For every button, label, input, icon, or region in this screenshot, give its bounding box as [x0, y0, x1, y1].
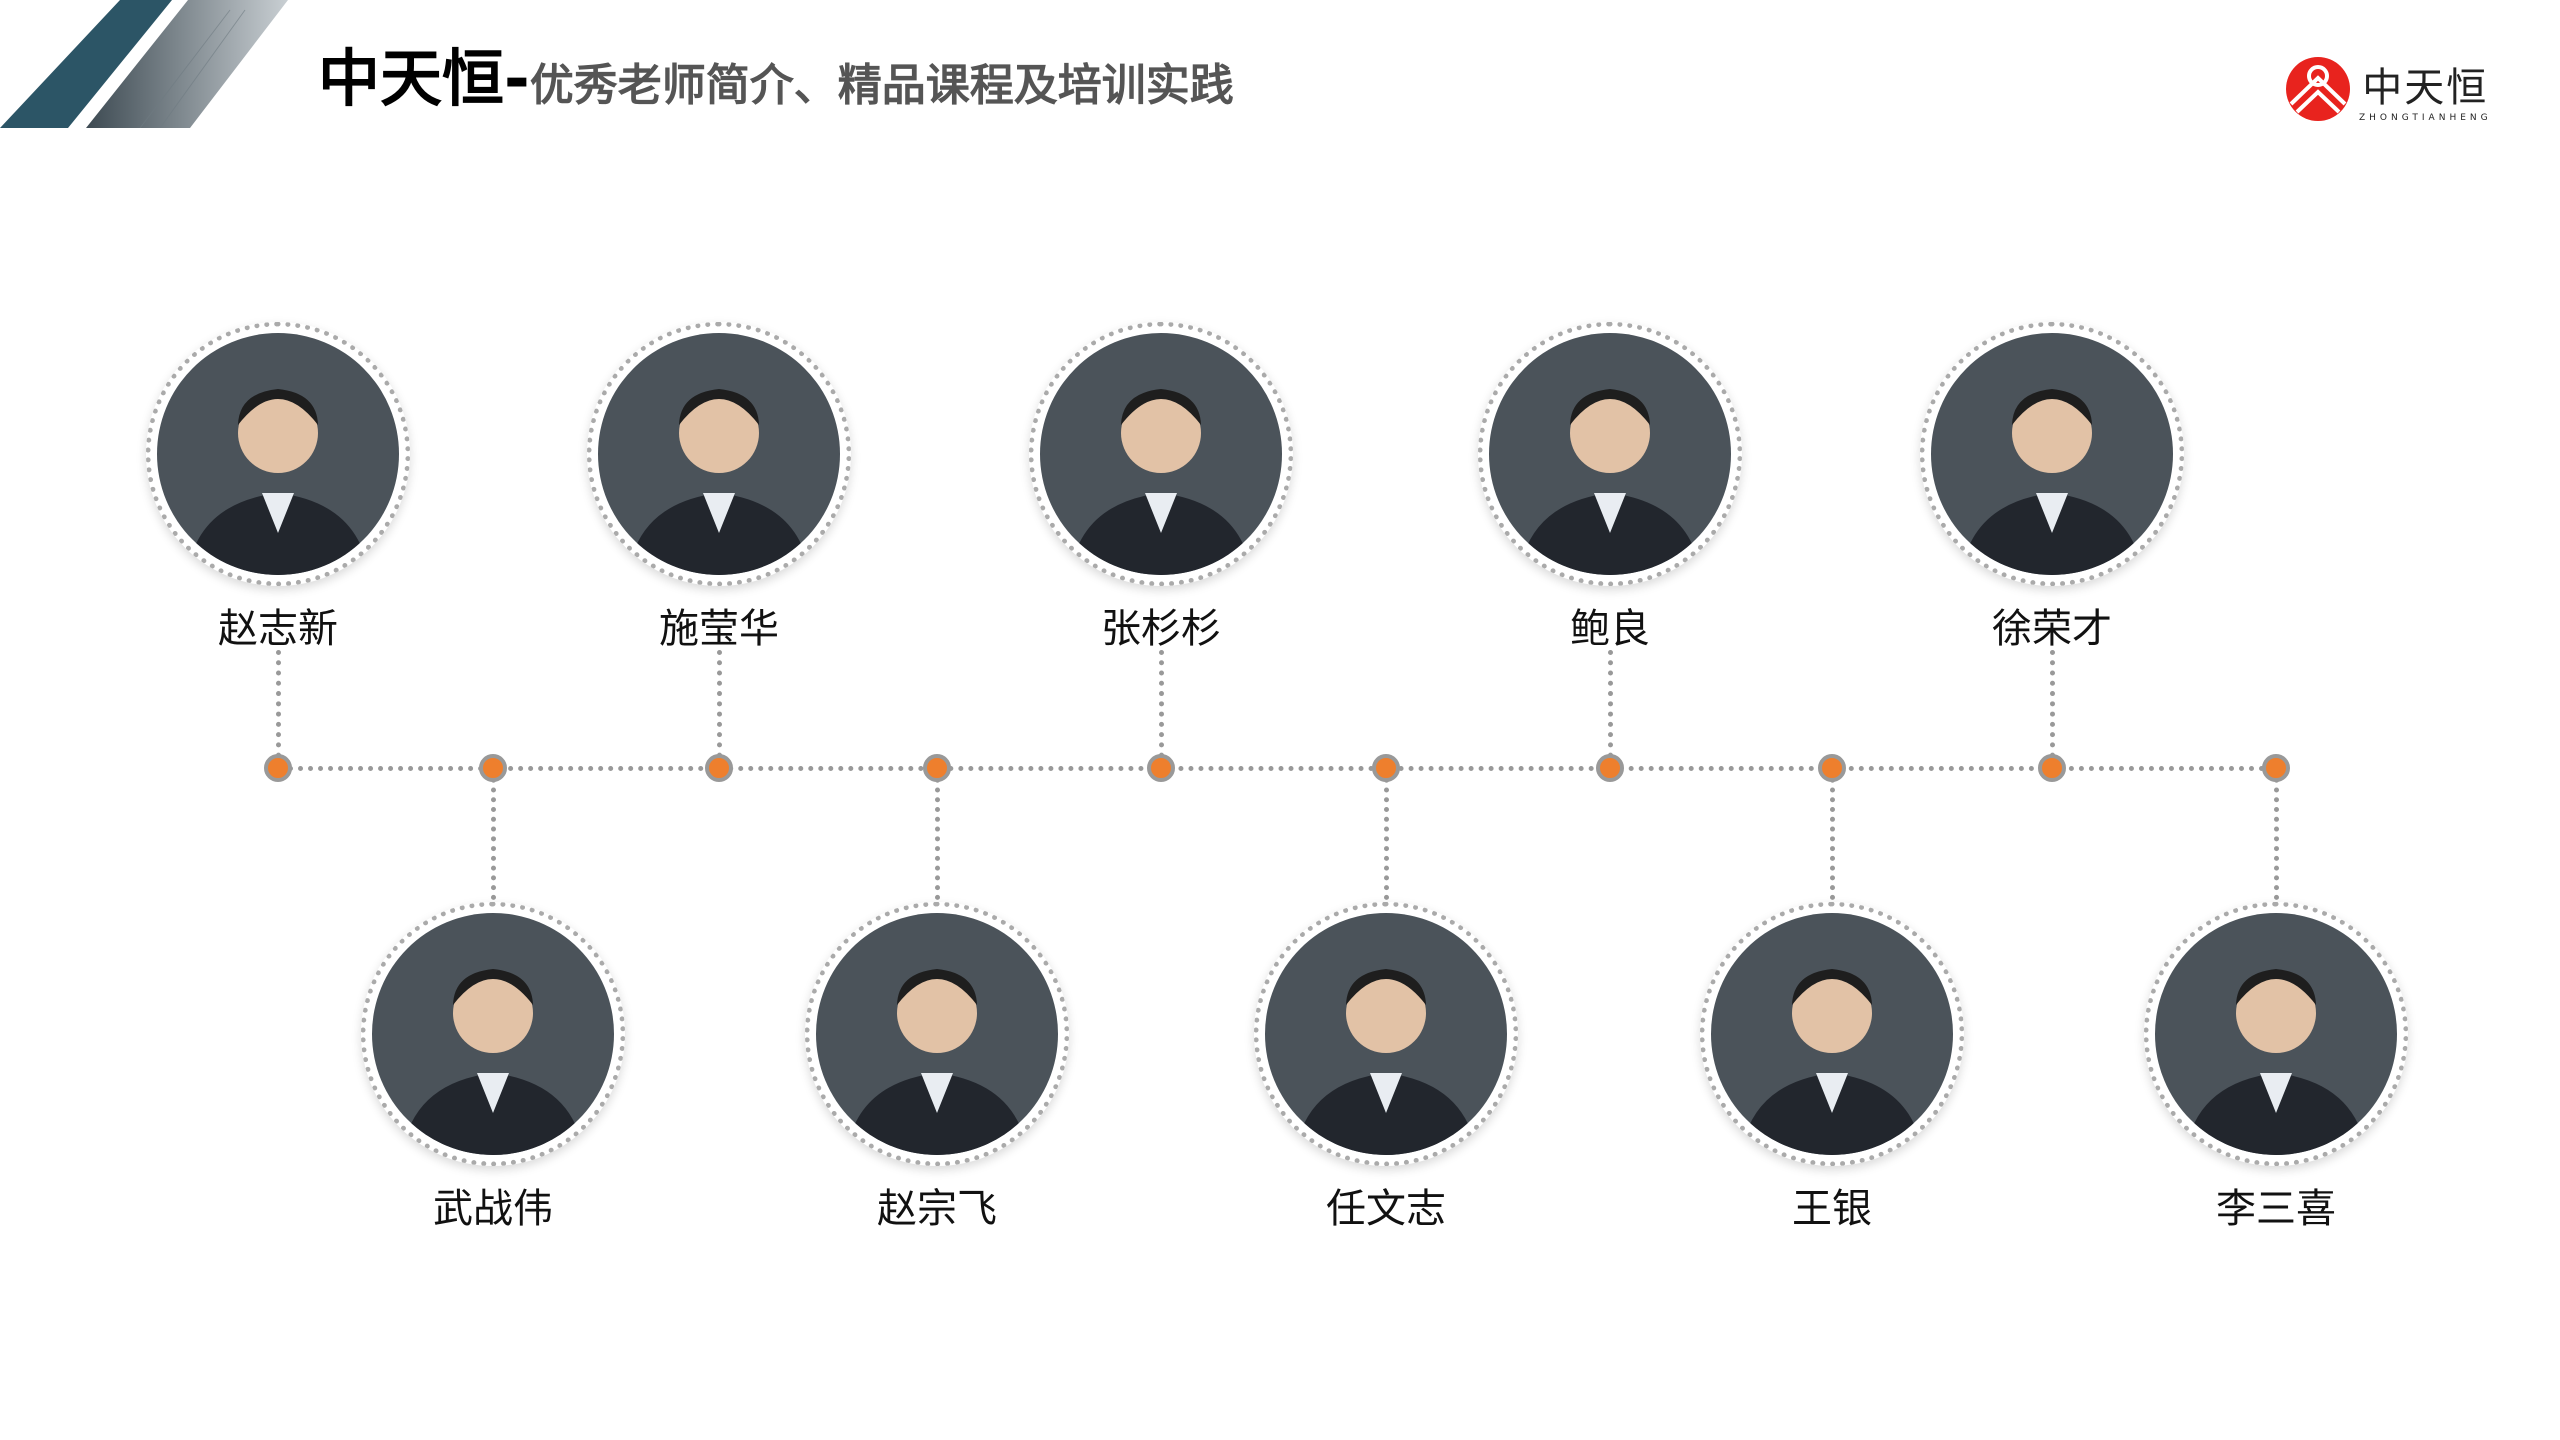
teacher-name: 鲍良: [1570, 606, 1650, 652]
connector-line: [717, 650, 722, 768]
logo-mark-icon: [2286, 57, 2350, 121]
teacher-photo: [1040, 333, 1282, 575]
timeline-dot: [1372, 754, 1400, 782]
teacher-name: 张杉杉: [1101, 606, 1221, 652]
teacher-photo: [157, 333, 399, 575]
timeline-dot: [264, 754, 292, 782]
company-logo: 中天恒 ZHONGTIANHENG: [2285, 55, 2492, 123]
teacher-photo: [1265, 913, 1507, 1155]
teacher-name: 赵宗飞: [877, 1186, 997, 1232]
teacher-photo-frame: [361, 902, 625, 1166]
connector-line: [2274, 768, 2279, 900]
teacher-name: 施莹华: [659, 606, 779, 652]
connector-line: [1384, 768, 1389, 900]
teacher-photo-frame: [1029, 322, 1293, 586]
teacher-photo: [1489, 333, 1731, 575]
teacher-photo-frame: [2144, 902, 2408, 1166]
teacher-photo-frame: [1700, 902, 1964, 1166]
teacher-name: 王银: [1792, 1186, 1872, 1232]
timeline-dot: [705, 754, 733, 782]
timeline-dot: [1818, 754, 1846, 782]
connector-line: [491, 768, 496, 900]
teacher-photo: [2155, 913, 2397, 1155]
timeline-dot: [1596, 754, 1624, 782]
teacher-name: 赵志新: [218, 606, 338, 652]
connector-line: [1608, 650, 1613, 768]
teacher-photo: [598, 333, 840, 575]
teacher-photo: [1931, 333, 2173, 575]
timeline-dot: [2262, 754, 2290, 782]
logo-text: 中天恒: [2362, 65, 2489, 111]
teacher-photo: [816, 913, 1058, 1155]
connector-line: [935, 768, 940, 900]
page-title: 中天恒- 优秀老师简介、精品课程及培训实践: [318, 28, 1234, 118]
timeline-dot: [479, 754, 507, 782]
teacher-photo-frame: [1920, 322, 2184, 586]
teacher-photo-frame: [1254, 902, 1518, 1166]
connector-line: [1159, 650, 1164, 768]
title-main: 中天恒-: [318, 42, 530, 115]
teacher-name: 任文志: [1326, 1186, 1446, 1232]
teacher-name: 武战伟: [433, 1186, 553, 1232]
connector-line: [276, 650, 281, 768]
teacher-photo-frame: [587, 322, 851, 586]
logo-subtext: ZHONGTIANHENG: [2359, 113, 2492, 123]
header-decoration: [0, 0, 288, 128]
teacher-name: 李三喜: [2216, 1186, 2336, 1232]
timeline-line: [278, 766, 2276, 771]
connector-line: [1830, 768, 1835, 900]
teacher-photo-frame: [805, 902, 1069, 1166]
title-sub: 优秀老师简介、精品课程及培训实践: [529, 60, 1234, 111]
timeline-dot: [1147, 754, 1175, 782]
teacher-name: 徐荣才: [1992, 606, 2112, 652]
timeline-dot: [923, 754, 951, 782]
timeline-dot: [2038, 754, 2066, 782]
teacher-photo: [372, 913, 614, 1155]
connector-line: [2050, 650, 2055, 768]
teacher-photo: [1711, 913, 1953, 1155]
teacher-photo-frame: [1478, 322, 1742, 586]
teacher-photo-frame: [146, 322, 410, 586]
